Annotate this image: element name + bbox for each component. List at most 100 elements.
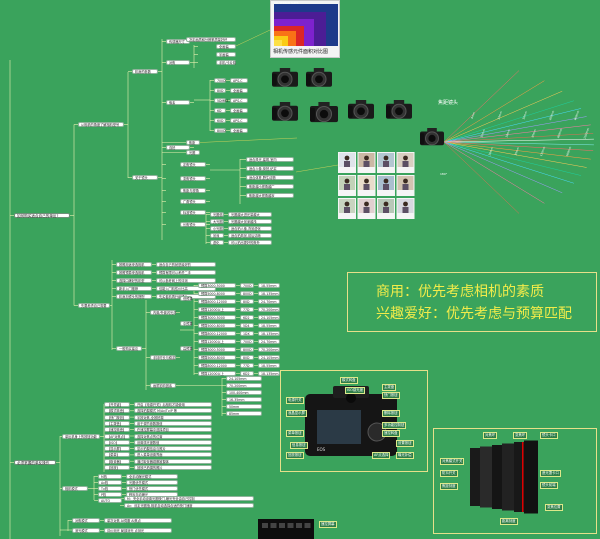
sample-photo bbox=[339, 153, 355, 167]
lens-callout-label: 遮光罩卡口 bbox=[540, 470, 561, 477]
price-model: 6D2 bbox=[240, 315, 254, 320]
button-item: 【ISO】 bbox=[104, 439, 130, 445]
branch-camera-model: 从相机的角度了解相机型号 bbox=[78, 122, 124, 127]
aperture-item: 小光圈 bbox=[210, 226, 224, 231]
link-to-samples bbox=[295, 164, 339, 173]
price-item: 预算8000-12000 bbox=[198, 299, 236, 304]
fan-ray bbox=[443, 141, 574, 184]
camera-back-diagram bbox=[280, 370, 428, 472]
mode-note: 光圈优先模式 bbox=[126, 480, 178, 485]
sample-photo-frame bbox=[357, 152, 376, 173]
lens-callout-label: 防抖开关 bbox=[440, 470, 458, 477]
price-lens: 18-135mm bbox=[258, 291, 280, 296]
aperture-item: 景深 bbox=[210, 233, 224, 238]
root-topic-operations: 必须掌握的单反操作 bbox=[14, 460, 56, 465]
body-callout-label: 设置按钮 bbox=[396, 440, 414, 447]
price-model: 700D bbox=[240, 283, 254, 288]
sensor-format: APS-C bbox=[230, 118, 248, 123]
aperture-note: 光圈越大景深越浅 bbox=[228, 219, 272, 224]
sample-photo-frame bbox=[357, 198, 376, 219]
fan-focal-label: 15mm bbox=[479, 129, 486, 138]
fan-ray bbox=[443, 116, 587, 143]
price-item: 预算12000以上 bbox=[198, 307, 236, 312]
camera-5d-icon bbox=[272, 102, 298, 121]
sample-photo bbox=[378, 176, 394, 190]
sample-photo-subject bbox=[363, 184, 370, 190]
sample-photo-subject bbox=[403, 155, 408, 161]
model-node: 60D bbox=[214, 118, 226, 123]
button-note: 半按对焦,全按拍摄 bbox=[134, 414, 212, 420]
mode-item: Tv档 bbox=[98, 486, 122, 491]
lens-focal: 焦距 bbox=[186, 140, 200, 145]
price-model: 77D bbox=[240, 363, 254, 368]
mode-item: P档 bbox=[98, 492, 122, 497]
lens-note: 适合体育,野生动物 bbox=[246, 175, 294, 180]
price-model: 5D4 bbox=[240, 323, 254, 328]
lens-callout-label: 焦距刻度 bbox=[440, 483, 458, 490]
button-item: 【快门按钮】 bbox=[104, 414, 130, 420]
price-lens: 24-105mm bbox=[258, 355, 280, 360]
fan-focal-label: 85mm bbox=[530, 129, 537, 138]
camera-800d-icon bbox=[386, 100, 412, 119]
button-item: 【显示屏】 bbox=[104, 446, 130, 452]
price-item: 预算5000-8000 bbox=[198, 291, 236, 296]
price-item: 预算12000以上 bbox=[198, 371, 236, 376]
sample-photo-frame bbox=[338, 175, 356, 196]
price-group: 画质影响因素 bbox=[150, 383, 176, 388]
root-topic-buy-camera: 如何购买适合自己的单反? bbox=[14, 213, 70, 218]
body-callout-label: 液晶显示屏 bbox=[286, 410, 307, 417]
price-item: 预算12000以上 bbox=[198, 339, 236, 344]
body-callout-label: 多功能控制钮 bbox=[382, 422, 407, 429]
button-note: 在速控屏幕中选择项目 bbox=[134, 427, 212, 433]
sample-photo-subject bbox=[344, 155, 350, 161]
button-note: 选择对焦点的位置 bbox=[134, 433, 212, 439]
focal-item: 24-105mm bbox=[226, 376, 262, 381]
lens-diagram bbox=[433, 428, 597, 534]
body-callout-label: 模式转盘 bbox=[340, 377, 358, 384]
price-item: 预算3000-5000 bbox=[198, 283, 236, 288]
lens-item: 焦距与视角 bbox=[180, 188, 206, 193]
aperture-note: 适合拍风景,前后清晰 bbox=[228, 233, 272, 238]
sample-photo bbox=[358, 199, 375, 213]
fan-ray bbox=[443, 100, 574, 143]
topic-lens: 关于镜头 bbox=[132, 175, 158, 180]
lens-callout-label: 变焦位置 bbox=[545, 504, 563, 511]
fan-focal-label: 500mm bbox=[565, 146, 572, 157]
price-model: 1DX bbox=[240, 331, 254, 336]
link-to-sensor bbox=[235, 29, 271, 47]
advice-note: 可以参考网上的评测 bbox=[156, 278, 216, 283]
model-node: 80D bbox=[214, 88, 226, 93]
param-item: 对焦 bbox=[166, 60, 190, 65]
sample-photo-subject bbox=[402, 184, 409, 190]
camera-60d-icon bbox=[348, 100, 374, 119]
bottom-note: 评价测光 局部测光 点测光 bbox=[104, 528, 172, 533]
sample-photo-subject bbox=[364, 155, 369, 161]
price-lens: 24-70mm bbox=[258, 339, 280, 344]
fan-ray bbox=[443, 141, 594, 146]
camera-700d-icon bbox=[272, 68, 298, 87]
lens-item: 定焦镜头 bbox=[180, 162, 206, 167]
body-callout-label: 曝光补偿 bbox=[396, 452, 414, 459]
sample-photo-subject bbox=[383, 178, 389, 184]
sample-photo-subject bbox=[402, 161, 409, 167]
sample-photo-frame bbox=[338, 152, 356, 173]
lens-callout-label: 对焦环 bbox=[483, 432, 498, 439]
advice-item: 选择口碑好的机型 bbox=[116, 278, 152, 283]
button-item: 【取景器】 bbox=[104, 458, 130, 464]
sample-photo-subject bbox=[383, 155, 389, 161]
lens-callout-label: 镜头前端 bbox=[540, 482, 558, 489]
fan-ray bbox=[443, 138, 594, 143]
price-model: 80D bbox=[240, 355, 254, 360]
advice-note: 预算有限可以考虑二手 bbox=[156, 270, 216, 275]
fan-ray bbox=[443, 108, 582, 143]
sample-photo-frame bbox=[396, 175, 415, 196]
sensor-size-rect bbox=[274, 40, 282, 46]
lens-note: 适合人像,街拍,纪实 bbox=[246, 166, 294, 171]
sensor-format: 全画幅 bbox=[230, 128, 248, 133]
price-item: 预算8000-12000 bbox=[198, 363, 236, 368]
sample-photo-frame bbox=[396, 152, 415, 173]
sensor-chart-caption: 相机传感元件面积对比图 bbox=[273, 49, 329, 55]
screen-tile bbox=[270, 523, 277, 528]
button-note: 进入菜单设置界面 bbox=[134, 452, 212, 458]
